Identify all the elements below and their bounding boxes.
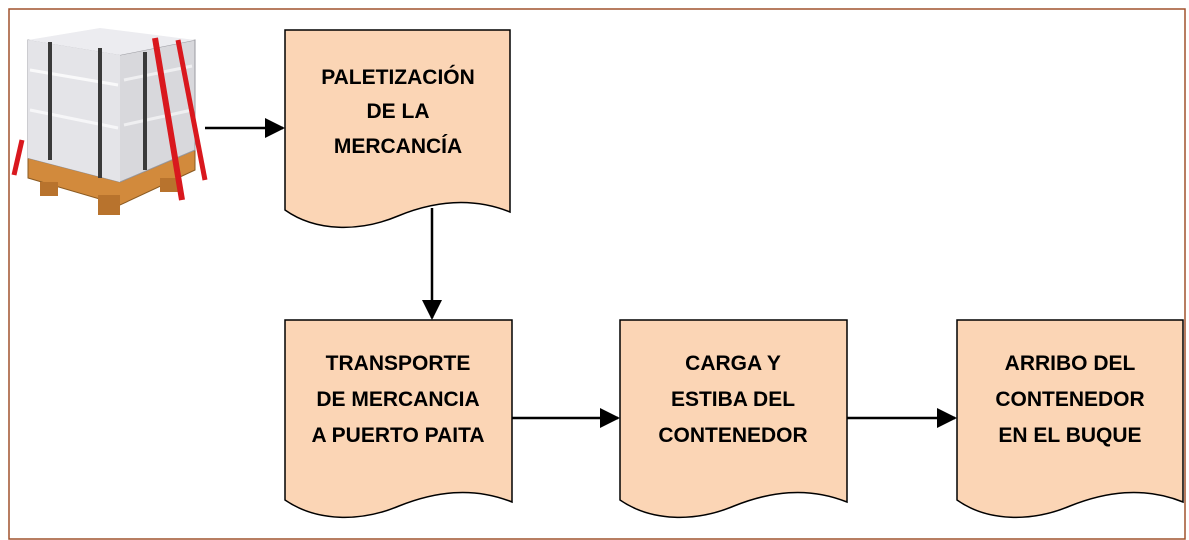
box-label-line: TRANSPORTE: [326, 352, 471, 375]
document-box-transporte: TRANSPORTE DE MERCANCIA A PUERTO PAITA: [284, 319, 513, 518]
box-label-line: ARRIBO DEL: [1005, 352, 1136, 375]
box-label-line: ESTIBA DEL: [671, 388, 795, 411]
box-label-line: CONTENEDOR: [995, 388, 1144, 411]
box-label-line: EN EL BUQUE: [998, 424, 1141, 447]
box-label-line: DE LA: [367, 100, 430, 123]
connectors: [205, 118, 957, 428]
document-box-arribo: ARRIBO DEL CONTENEDOR EN EL BUQUE: [956, 319, 1184, 518]
wrapped-pallet-icon: [11, 28, 208, 215]
box-label-line: A PUERTO PAITA: [311, 424, 484, 447]
outer-frame: [8, 8, 1186, 540]
box-label-line: DE MERCANCIA: [316, 388, 479, 411]
box-label-line: CARGA Y: [685, 352, 781, 375]
box-label-line: MERCANCÍA: [334, 135, 462, 158]
box-label-line: PALETIZACIÓN: [321, 65, 475, 89]
box-label-line: CONTENEDOR: [658, 424, 807, 447]
document-box-paletizacion: PALETIZACIÓN DE LA MERCANCÍA: [284, 29, 511, 228]
document-box-carga: CARGA Y ESTIBA DEL CONTENEDOR: [619, 319, 848, 518]
